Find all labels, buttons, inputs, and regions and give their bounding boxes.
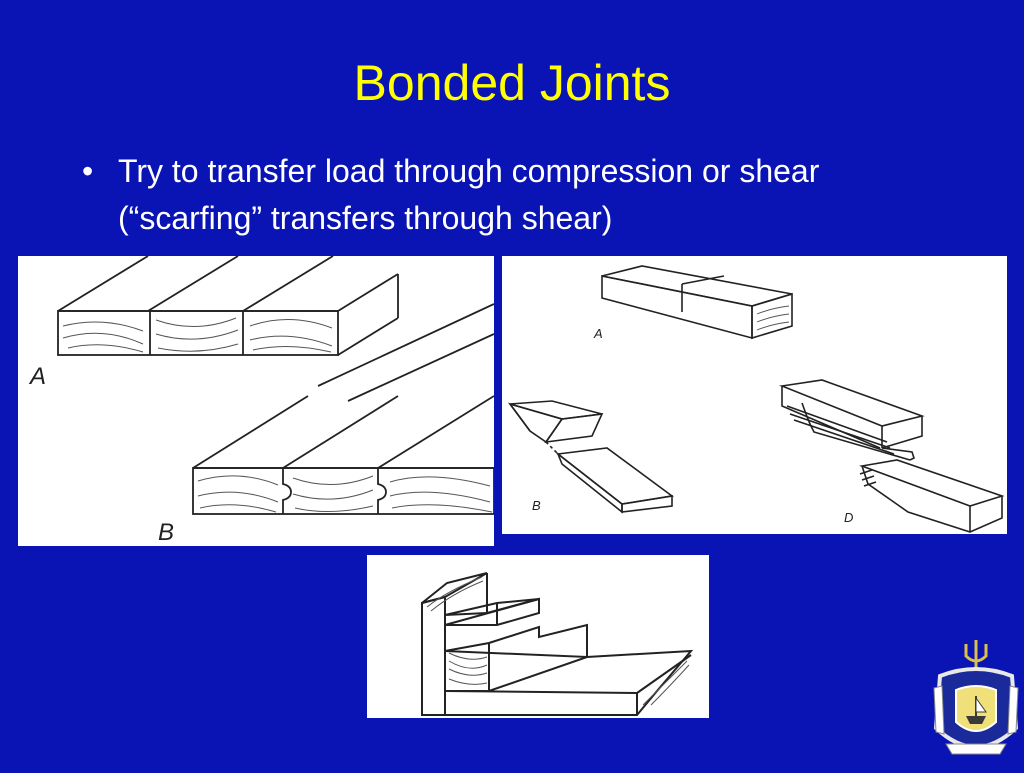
slide-title: Bonded Joints <box>353 55 671 111</box>
bullet-dot: • <box>82 153 94 189</box>
stepped-joint-drawing <box>421 572 694 716</box>
naval-academy-crest-icon <box>933 640 1019 755</box>
end-joints-drawing: A B D <box>507 265 1005 533</box>
figure-label-d: D <box>844 510 853 525</box>
edge-joints-drawing: A B <box>28 256 494 546</box>
bullet-item: • Try to transfer load through compressi… <box>82 148 942 242</box>
figure-label-a: A <box>28 363 46 390</box>
figure-end-joints: A B D <box>502 256 1007 534</box>
figure-edge-joints: A B <box>18 256 494 546</box>
figure-label-b: B <box>158 519 174 546</box>
figure-label-a: A <box>593 326 603 341</box>
figure-label-b: B <box>532 498 541 513</box>
bullet-text: Try to transfer load through compression… <box>118 153 820 236</box>
logo <box>928 636 1024 768</box>
figure-stepped-joint <box>367 555 709 718</box>
